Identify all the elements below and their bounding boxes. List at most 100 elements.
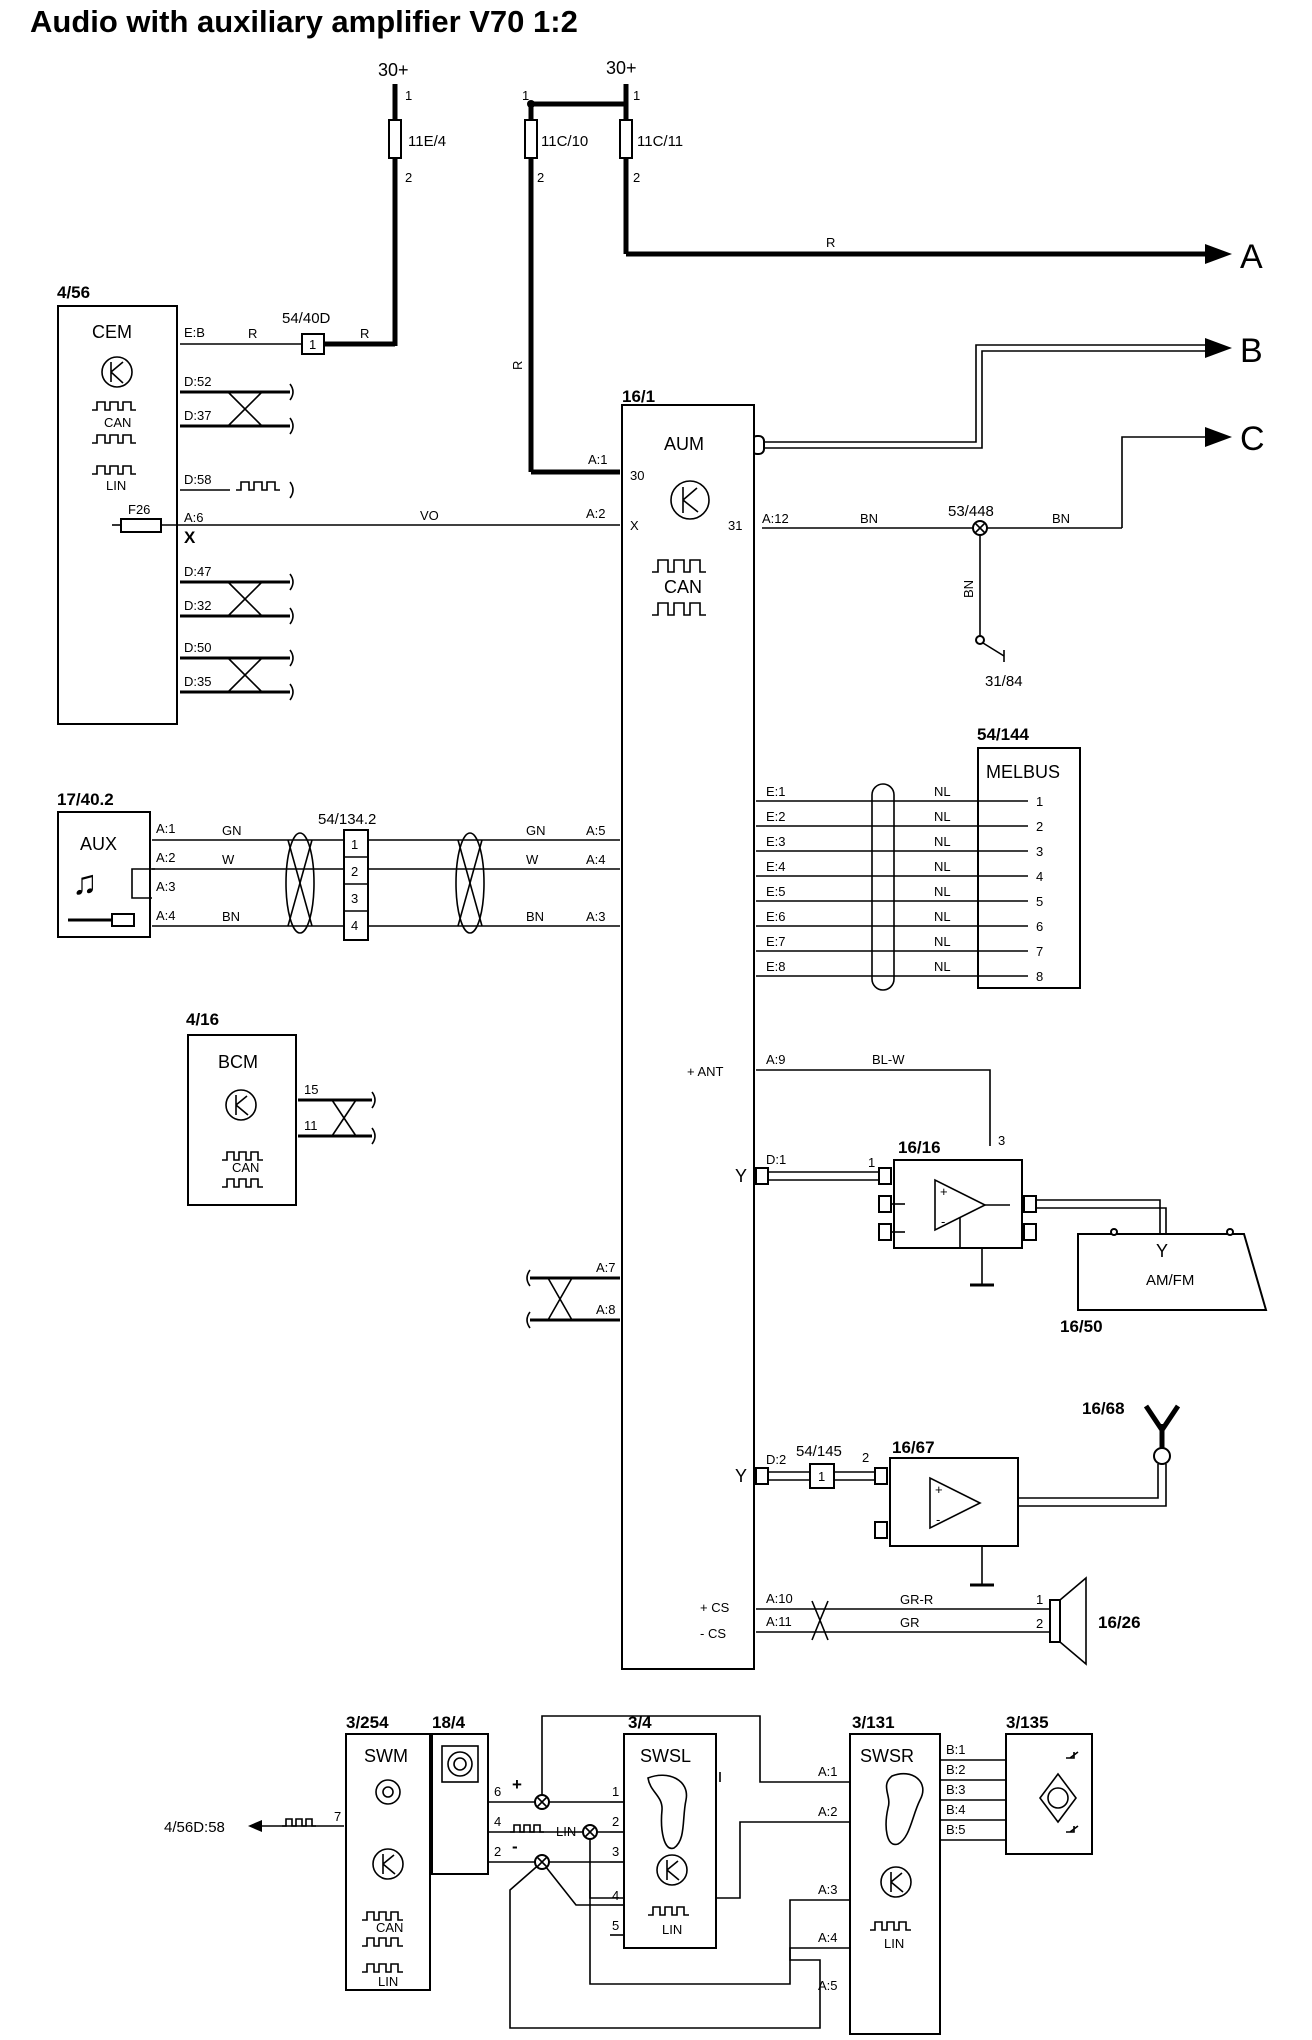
swsr-pin-b5: B:5 xyxy=(946,1822,966,1837)
fuse-11c10 xyxy=(524,119,538,159)
cem-transistor-icon xyxy=(101,356,133,388)
aum-pin-a8: A:8 xyxy=(596,1302,616,1317)
wire-31-color: BN xyxy=(860,511,878,526)
fuse-11c10-label: 11C/10 xyxy=(541,133,588,150)
wire-nl-7: NL xyxy=(934,934,951,949)
aum-name: AUM xyxy=(664,434,704,454)
wire-ground-color: BN xyxy=(961,580,976,598)
swsl-pin-4: 4 xyxy=(612,1888,619,1903)
wire-a1-color: R xyxy=(510,361,525,370)
swm-transistor-icon xyxy=(372,1848,404,1880)
svg-text:-: - xyxy=(936,1512,940,1527)
swsl-pin-3: 3 xyxy=(612,1844,619,1859)
aum-a7-a8-twisted-pair xyxy=(526,1269,620,1329)
aum-pin-a5: A:5 xyxy=(586,823,606,838)
aum-pin-31: 31 xyxy=(728,518,742,533)
fuse-11e4-pin2: 2 xyxy=(405,170,412,185)
swsr-pin-b3: B:3 xyxy=(946,1782,966,1797)
wire-nl-1: NL xyxy=(934,784,951,799)
output-c-label: C xyxy=(1240,420,1265,458)
cem-module xyxy=(57,305,178,725)
ground-icon xyxy=(982,642,1005,657)
aux-pin-a4: A:4 xyxy=(156,908,176,923)
cem-pin-d37: D:37 xyxy=(184,408,211,423)
fuse-11c11-label: 11C/11 xyxy=(637,133,683,150)
swm-ext-ref: 4/56D:58 xyxy=(164,1819,225,1836)
antenna2-ref: 16/68 xyxy=(1082,1399,1125,1418)
supply-label-11c: 30+ xyxy=(606,58,637,78)
wire-aux-gn-2: GN xyxy=(526,823,546,838)
wire-eb-color-1: R xyxy=(248,326,257,341)
wire-gr-color: GR xyxy=(900,1615,920,1630)
aum-pin-d2: D:2 xyxy=(766,1452,786,1467)
melbus-pin-6: 6 xyxy=(1036,919,1043,934)
wire-blw-color: BL-W xyxy=(872,1052,905,1067)
connector-54-145 xyxy=(809,1463,835,1489)
cem-can-label: CAN xyxy=(104,415,131,430)
cem-pin-eb: E:B xyxy=(184,325,205,340)
swsl-module xyxy=(623,1733,717,1949)
aum-ref: 16/1 xyxy=(622,387,655,406)
aum-d2-antenna-icon: Y xyxy=(735,1466,747,1486)
antenna-module xyxy=(1077,1233,1268,1311)
wire-nl-4: NL xyxy=(934,859,951,874)
swsl-lin-label: LIN xyxy=(662,1922,682,1937)
wire-output-c xyxy=(1121,436,1208,528)
minus-label: - xyxy=(512,1837,518,1856)
wire-aux-bn-1: BN xyxy=(222,909,240,924)
swm-module xyxy=(345,1733,431,1991)
cem-pin-d58: D:58 xyxy=(184,472,211,487)
wire-amp2-antenna xyxy=(1018,1464,1167,1507)
fuse-11c11-pin1: 1 xyxy=(633,88,640,103)
arrow-a-icon xyxy=(1205,244,1232,264)
switch-lever-icon xyxy=(647,1774,688,1850)
wire-c-color: BN xyxy=(1052,511,1070,526)
cem-pin-a6: A:6 xyxy=(184,510,204,525)
cem-name: CEM xyxy=(92,322,132,342)
swsr-pin-a5: A:5 xyxy=(818,1978,838,1993)
aux-pin-a1: A:1 xyxy=(156,821,176,836)
swsr-module xyxy=(849,1733,941,2035)
wire-amp1-antenna xyxy=(1036,1199,1167,1238)
fuse-11e4-label: 11E/4 xyxy=(408,133,446,150)
cem-can-wave-icon xyxy=(92,401,136,411)
wire-ant-blw xyxy=(756,1069,991,1146)
arrow-b-icon xyxy=(1205,338,1232,358)
melbus-pin-5: 5 xyxy=(1036,894,1043,909)
aum-pin-e2: E:2 xyxy=(766,809,786,824)
connector-54-134-2-pin3: 3 xyxy=(351,891,358,906)
melbus-pin-3: 3 xyxy=(1036,844,1043,859)
aum-pin-e8: E:8 xyxy=(766,959,786,974)
aum-can-wave-icon xyxy=(652,559,706,573)
connector-54-134-2-pin4: 4 xyxy=(351,918,358,933)
swsl-name: SWSL xyxy=(640,1746,691,1766)
connector-54-145-label: 54/145 xyxy=(796,1443,842,1460)
bcm-can-label: CAN xyxy=(232,1160,259,1175)
connector-54-134-2-pin2: 2 xyxy=(351,864,358,879)
aum-pin-a10: A:10 xyxy=(766,1591,793,1606)
connector-54-40d-pin: 1 xyxy=(309,337,316,352)
lin-wire-label: LIN xyxy=(556,1824,576,1839)
melbus-pin-8: 8 xyxy=(1036,969,1043,984)
antenna-name: AM/FM xyxy=(1146,1272,1194,1289)
connector-54-40d-label: 54/40D xyxy=(282,310,331,327)
wire-aux-gn-1: GN xyxy=(222,823,242,838)
aum-cs-plus-label: + CS xyxy=(700,1600,730,1615)
aum-pin-a1: A:1 xyxy=(588,452,608,467)
swsr-pin-a4: A:4 xyxy=(818,1930,838,1945)
amp1-pin-1: 1 xyxy=(868,1155,875,1170)
amp2-ref: 16/67 xyxy=(892,1438,935,1457)
aum-d1-antenna-icon: Y xyxy=(735,1166,747,1186)
switch-lever-right-icon xyxy=(885,1772,924,1846)
antenna2-icon xyxy=(1153,1447,1171,1465)
aum-pin-x: X xyxy=(630,518,639,533)
amp2-module xyxy=(889,1457,1019,1547)
wire-eb-color-2: R xyxy=(360,326,369,341)
bcm-can-wave-icon xyxy=(222,1151,263,1161)
swsr-pin-b4: B:4 xyxy=(946,1802,966,1817)
connector-54-134-2-pin1: 1 xyxy=(351,837,358,852)
swsl-pin-2: 2 xyxy=(612,1814,619,1829)
cem-pin-d47: D:47 xyxy=(184,564,211,579)
aux-pin-a2: A:2 xyxy=(156,850,176,865)
melbus-module xyxy=(977,747,1081,989)
